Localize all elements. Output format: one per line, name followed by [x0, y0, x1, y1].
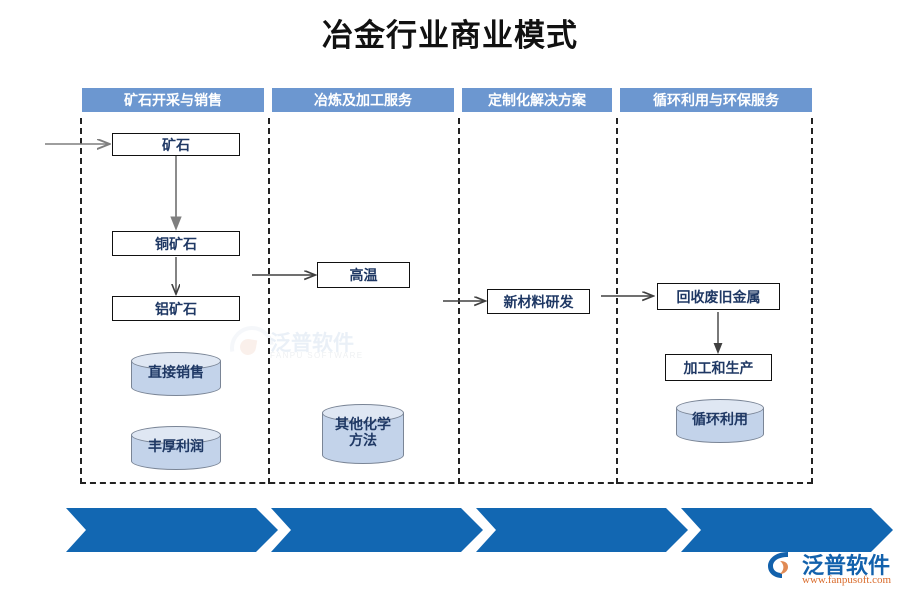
node-recycling[interactable]: 循环利用	[676, 399, 764, 443]
watermark-subtext: FANPU SOFTWARE	[270, 351, 364, 360]
other-chemical-line-2: 方法	[349, 434, 377, 449]
chevron-4[interactable]	[681, 508, 893, 552]
lane-divider-left	[80, 118, 82, 484]
node-ore[interactable]: 矿石	[112, 133, 240, 156]
page-title: 冶金行业商业模式	[322, 18, 578, 53]
node-other-chemical-methods[interactable]: 其他化学 方法	[322, 404, 404, 464]
brand-mark-icon	[768, 552, 788, 578]
other-chemical-line-1: 其他化学	[335, 418, 391, 434]
chevron-1[interactable]	[66, 508, 278, 552]
lane-divider-1-2	[268, 118, 270, 484]
lane-header-recycling-environment: 循环利用与环保服务	[620, 88, 812, 112]
node-recycle-scrap-metal[interactable]: 回收废旧金属	[657, 283, 780, 310]
lane-divider-right	[811, 118, 813, 484]
watermark-text: 泛普软件	[270, 332, 354, 355]
node-other-chemical-methods-label: 其他化学 方法	[322, 413, 404, 455]
lane-divider-3-4	[616, 118, 618, 484]
cylinder-top	[131, 426, 221, 444]
node-new-material-rd[interactable]: 新材料研发	[487, 289, 590, 314]
lane-header-ore-mining-sales: 矿石开采与销售	[82, 88, 264, 112]
cylinder-top	[322, 404, 404, 422]
watermark-logo-accent-icon	[238, 337, 258, 357]
chevron-2[interactable]	[271, 508, 483, 552]
node-direct-sales-label: 直接销售	[148, 366, 204, 382]
lane-header-custom-solutions: 定制化解决方案	[462, 88, 612, 112]
lane-bottom-border	[80, 482, 813, 484]
node-recycling-label: 循环利用	[692, 413, 748, 429]
lane-divider-2-3	[458, 118, 460, 484]
node-rich-profit[interactable]: 丰厚利润	[131, 426, 221, 470]
node-processing-production[interactable]: 加工和生产	[665, 354, 772, 381]
node-rich-profit-label: 丰厚利润	[148, 440, 204, 456]
cylinder-top	[676, 399, 764, 417]
center-watermark: 泛普软件 FANPU SOFTWARE	[221, 317, 398, 379]
node-aluminum-ore[interactable]: 铝矿石	[112, 296, 240, 321]
brand-logo: 泛普软件 www.fanpusoft.com	[766, 548, 894, 594]
node-high-temperature[interactable]: 高温	[317, 262, 410, 288]
brand-name: 泛普软件	[802, 553, 891, 578]
node-copper-ore[interactable]: 铜矿石	[112, 231, 240, 256]
node-direct-sales[interactable]: 直接销售	[131, 352, 221, 396]
chevron-3[interactable]	[476, 508, 688, 552]
watermark-logo-icon	[221, 317, 283, 379]
brand-url: www.fanpusoft.com	[802, 574, 892, 586]
cylinder-top	[131, 352, 221, 370]
lane-header-smelting-processing: 冶炼及加工服务	[272, 88, 454, 112]
